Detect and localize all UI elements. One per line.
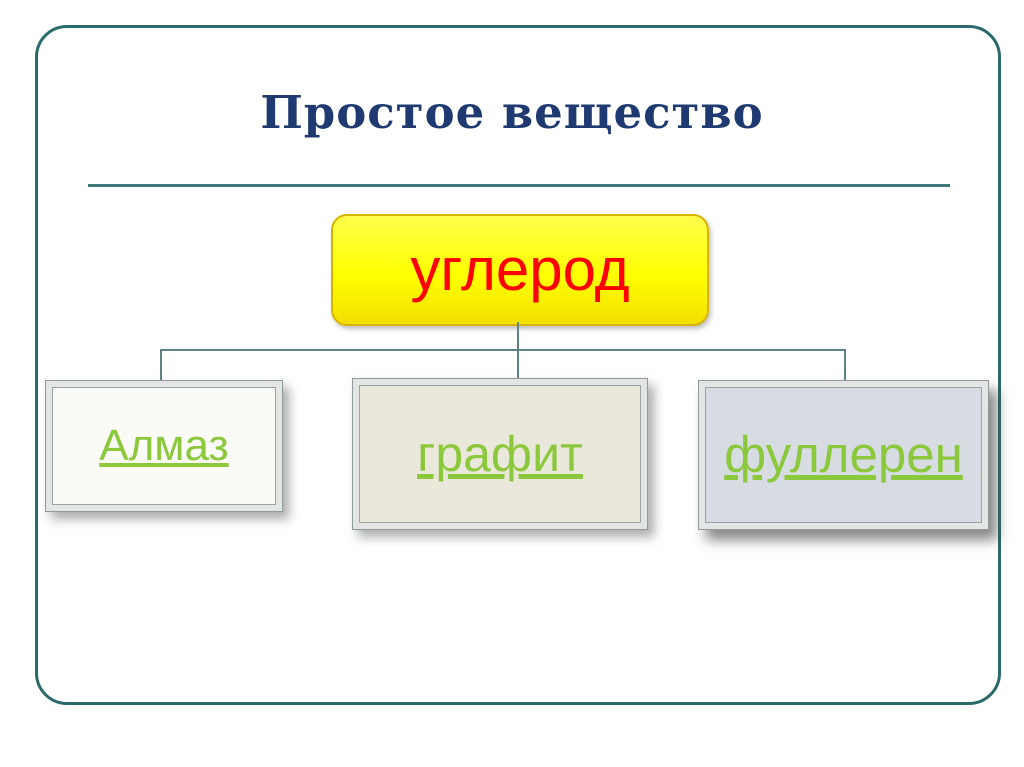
child-node-fullerene-inner: фуллерен [705, 387, 982, 523]
child-node-diamond-inner: Алмаз [52, 387, 276, 505]
child-node-fullerene-label: фуллерен [724, 425, 963, 483]
connector-root-vertical [517, 322, 519, 380]
title-divider [88, 184, 950, 187]
child-node-fullerene: фуллерен [698, 380, 989, 530]
connector-horizontal [160, 349, 846, 351]
child-node-graphite-label: графит [417, 425, 583, 482]
child-node-diamond-label: Алмаз [99, 420, 229, 470]
child-node-graphite-inner: графит [359, 385, 641, 523]
connector-left-vertical [160, 349, 162, 380]
connector-right-vertical [844, 349, 846, 380]
slide-title: Простое вещество [260, 86, 764, 139]
root-node-carbon: углерод [331, 214, 709, 326]
root-node-label: углерод [410, 236, 630, 303]
child-node-graphite: графит [352, 378, 648, 530]
child-node-diamond: Алмаз [45, 380, 283, 512]
